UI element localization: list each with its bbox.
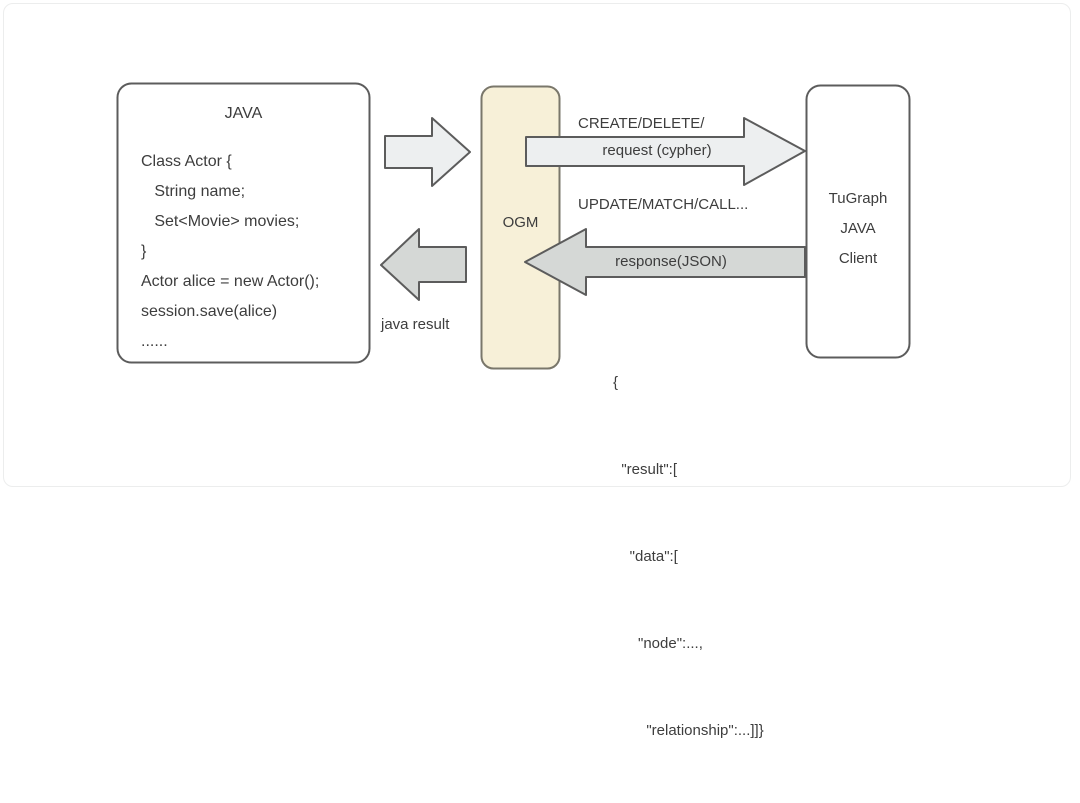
tugraph-line-3: Client — [838, 250, 878, 267]
cypher-operations-line-1: CREATE/DELETE/ — [578, 115, 705, 132]
code-line: session.save(alice) — [141, 303, 278, 320]
response-arrow-label: response(JSON) — [615, 253, 727, 270]
java-box-title: JAVA — [224, 105, 263, 122]
cypher-operations-line-2: UPDATE/MATCH/CALL... — [578, 196, 749, 213]
request-arrow-label: request (cypher) — [602, 142, 712, 159]
json-line: "relationship":...]]} — [613, 722, 764, 739]
code-line: Class Actor { — [141, 153, 232, 170]
code-line: Actor alice = new Actor(); — [141, 273, 320, 290]
code-line: ...... — [141, 333, 168, 350]
ogm-to-java-arrow — [380, 228, 467, 301]
diagram-graphics — [116, 82, 911, 370]
code-line: String name; — [141, 183, 246, 200]
tugraph-client-box — [805, 84, 911, 359]
json-line: "node":..., — [613, 635, 703, 652]
json-line: "result":[ — [613, 461, 677, 478]
java-box — [116, 82, 371, 364]
request-arrow — [525, 117, 806, 186]
response-arrow — [524, 228, 806, 296]
json-line: { — [613, 374, 619, 391]
json-line: "data":[ — [613, 548, 678, 565]
java-to-ogm-arrow — [384, 117, 471, 187]
java-result-label: java result — [381, 316, 450, 333]
tugraph-client-label: TuGraph JAVA Client — [806, 184, 910, 274]
diagram-canvas: JAVA Class Actor { String name; Set<Movi… — [3, 3, 1071, 739]
java-code-block: Class Actor { String name; Set<Movie> mo… — [141, 147, 361, 357]
tugraph-line-1: TuGraph — [828, 190, 888, 207]
cypher-operations-caption: CREATE/DELETE/ UPDATE/MATCH/CALL... — [578, 56, 748, 272]
json-response-sample: { "result":[ "data":[ "node":..., "relat… — [613, 310, 764, 803]
ogm-label: OGM — [502, 214, 539, 231]
tugraph-line-2: JAVA — [840, 220, 876, 237]
code-line: } — [141, 243, 147, 260]
code-line: Set<Movie> movies; — [141, 213, 300, 230]
